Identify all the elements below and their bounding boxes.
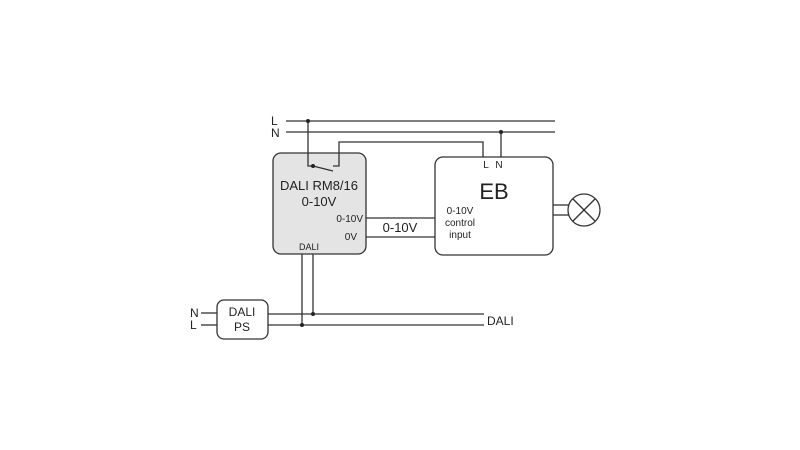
relay-contact	[312, 165, 334, 172]
ps-n-label: N	[190, 306, 199, 320]
ballast-input-line3: input	[449, 230, 471, 241]
dali-ps-line1: DALI	[229, 305, 256, 319]
ballast-input-line1: 0-10V	[447, 206, 474, 217]
supply-l-label: L	[271, 114, 278, 128]
supply-n-label: N	[271, 126, 280, 140]
junction-dot	[306, 119, 310, 123]
relay-out-label: 0-10V	[336, 214, 363, 225]
junction-dot	[300, 323, 304, 327]
junction-dot	[311, 164, 315, 168]
lamp-icon	[567, 193, 601, 227]
junction-dot	[499, 130, 503, 134]
control-link-label: 0-10V	[383, 220, 418, 235]
ballast-input-line2: control	[445, 218, 475, 229]
junction-dot	[311, 312, 315, 316]
ballast-title: EB	[479, 179, 508, 204]
relay-module-box	[272, 152, 367, 255]
dali-ps-line2: PS	[234, 320, 250, 334]
ps-l-label: L	[190, 318, 197, 332]
relay-module-name: DALI RM8/16	[280, 178, 358, 193]
relay-dali-label: DALI	[299, 242, 319, 252]
relay-0v-label: 0V	[345, 232, 358, 243]
switched-l-wire	[333, 141, 484, 167]
dali-ps-box	[216, 299, 269, 340]
relay-module-type: 0-10V	[302, 194, 337, 209]
dali-bus-label: DALI	[487, 314, 514, 328]
ballast-n-label: N	[495, 160, 502, 171]
ballast-box	[434, 156, 554, 256]
ballast-l-label: L	[483, 160, 489, 171]
